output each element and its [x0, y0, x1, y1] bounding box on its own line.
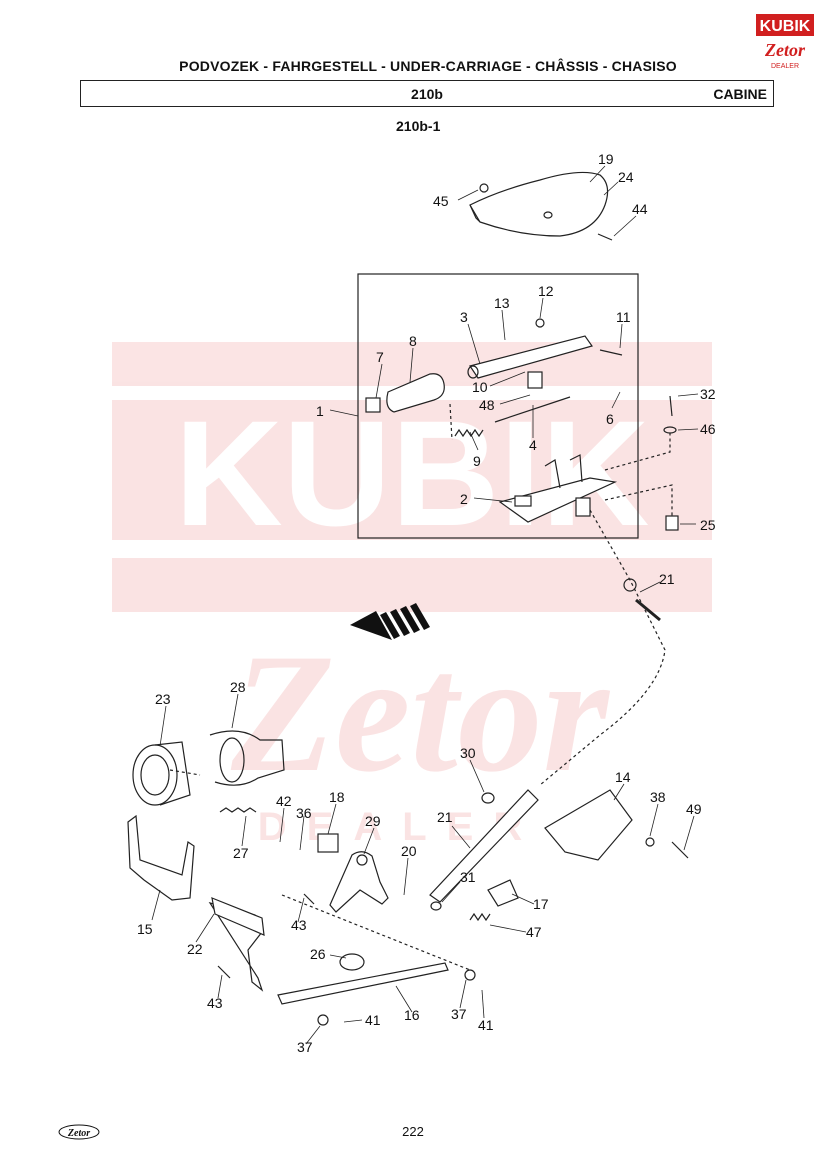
- rod-part: [277, 962, 449, 1005]
- callout-31: 31: [460, 869, 476, 885]
- seat-part: [469, 171, 613, 241]
- release-bearing-part: [132, 730, 285, 813]
- callout-6: 6: [606, 411, 614, 427]
- callout-11: 11: [616, 309, 631, 325]
- callout-37-left: 37: [297, 1039, 313, 1055]
- direction-arrow-icon: [350, 603, 430, 640]
- logo-bottom-text: Zetor: [764, 40, 806, 60]
- callout-3: 3: [460, 309, 468, 325]
- shaft-part: [208, 897, 265, 992]
- logo-top-text: KUBIK: [760, 18, 811, 35]
- callout-15: 15: [137, 921, 153, 937]
- callout-9: 9: [473, 453, 481, 469]
- callout-12: 12: [538, 283, 554, 299]
- callout-16: 16: [404, 1007, 420, 1023]
- callout-4: 4: [529, 437, 537, 453]
- callout-20: 20: [401, 843, 417, 859]
- page-number: 222: [402, 1124, 424, 1139]
- callout-38: 38: [650, 789, 666, 805]
- callout-18: 18: [329, 789, 345, 805]
- callout-43-upper: 43: [291, 917, 307, 933]
- callout-46: 46: [700, 421, 716, 437]
- callout-29: 29: [365, 813, 381, 829]
- callout-24: 24: [618, 169, 634, 185]
- callout-48: 48: [479, 397, 495, 413]
- callout-36: 36: [296, 805, 312, 821]
- callout-32: 32: [700, 386, 716, 402]
- callout-17: 17: [533, 896, 549, 912]
- callout-numbers: 19 24 45 44 12 13 3 11 8 7 10 48 6 1 4 9…: [137, 151, 716, 1055]
- callout-42: 42: [276, 793, 292, 809]
- figure-code: 210b-1: [396, 118, 441, 134]
- callout-28: 28: [230, 679, 246, 695]
- callout-22: 22: [187, 941, 203, 957]
- section-bar: 210b CABINE: [80, 80, 774, 107]
- callout-13: 13: [494, 295, 510, 311]
- callout-7: 7: [376, 349, 384, 365]
- callout-2: 2: [460, 491, 468, 507]
- knob-part: [365, 373, 445, 413]
- watermark-sub: DEALER: [258, 805, 542, 849]
- spring-part: [454, 428, 484, 438]
- watermark: KUBIK Zetor DEALER: [112, 342, 712, 849]
- callout-44: 44: [632, 201, 648, 217]
- fork-part: [127, 814, 195, 901]
- kubik-zetor-logo: KUBIK Zetor DEALER: [756, 14, 814, 70]
- callout-21-lower: 21: [437, 809, 453, 825]
- callout-41-right: 41: [478, 1017, 494, 1033]
- callout-21-upper: 21: [659, 571, 675, 587]
- mounting-bracket-part: [544, 789, 633, 861]
- logo-small-text: DEALER: [771, 63, 799, 70]
- watermark-script: Zetor: [230, 619, 611, 807]
- callout-10: 10: [472, 379, 488, 395]
- plate-part: [498, 454, 618, 523]
- bracket-part: [467, 318, 623, 423]
- callout-45: 45: [433, 193, 449, 209]
- watermark-main: KUBIK: [175, 389, 650, 557]
- callout-49: 49: [686, 801, 702, 817]
- callout-1: 1: [316, 403, 324, 419]
- inset-box: [357, 273, 639, 539]
- callout-25: 25: [700, 517, 716, 533]
- callout-19: 19: [598, 151, 614, 167]
- section-code: 210b: [411, 86, 443, 102]
- footer-logo-text: Zetor: [67, 1128, 90, 1139]
- callout-26: 26: [310, 946, 326, 962]
- callout-37-right: 37: [451, 1006, 467, 1022]
- adjust-rod-part: [429, 789, 539, 903]
- leader-lines: [151, 165, 699, 1045]
- callout-41-left: 41: [365, 1012, 381, 1028]
- callout-30: 30: [460, 745, 476, 761]
- page-title: PODVOZEK - FAHRGESTELL - UNDER-CARRIAGE …: [179, 58, 677, 74]
- callout-23: 23: [155, 691, 171, 707]
- callout-47: 47: [526, 924, 542, 940]
- callout-43-lower: 43: [207, 995, 223, 1011]
- callout-14: 14: [615, 769, 631, 785]
- callout-27: 27: [233, 845, 249, 861]
- section-name: CABINE: [713, 86, 767, 102]
- footer-zetor-logo: Zetor: [58, 1124, 100, 1140]
- callout-8: 8: [409, 333, 417, 349]
